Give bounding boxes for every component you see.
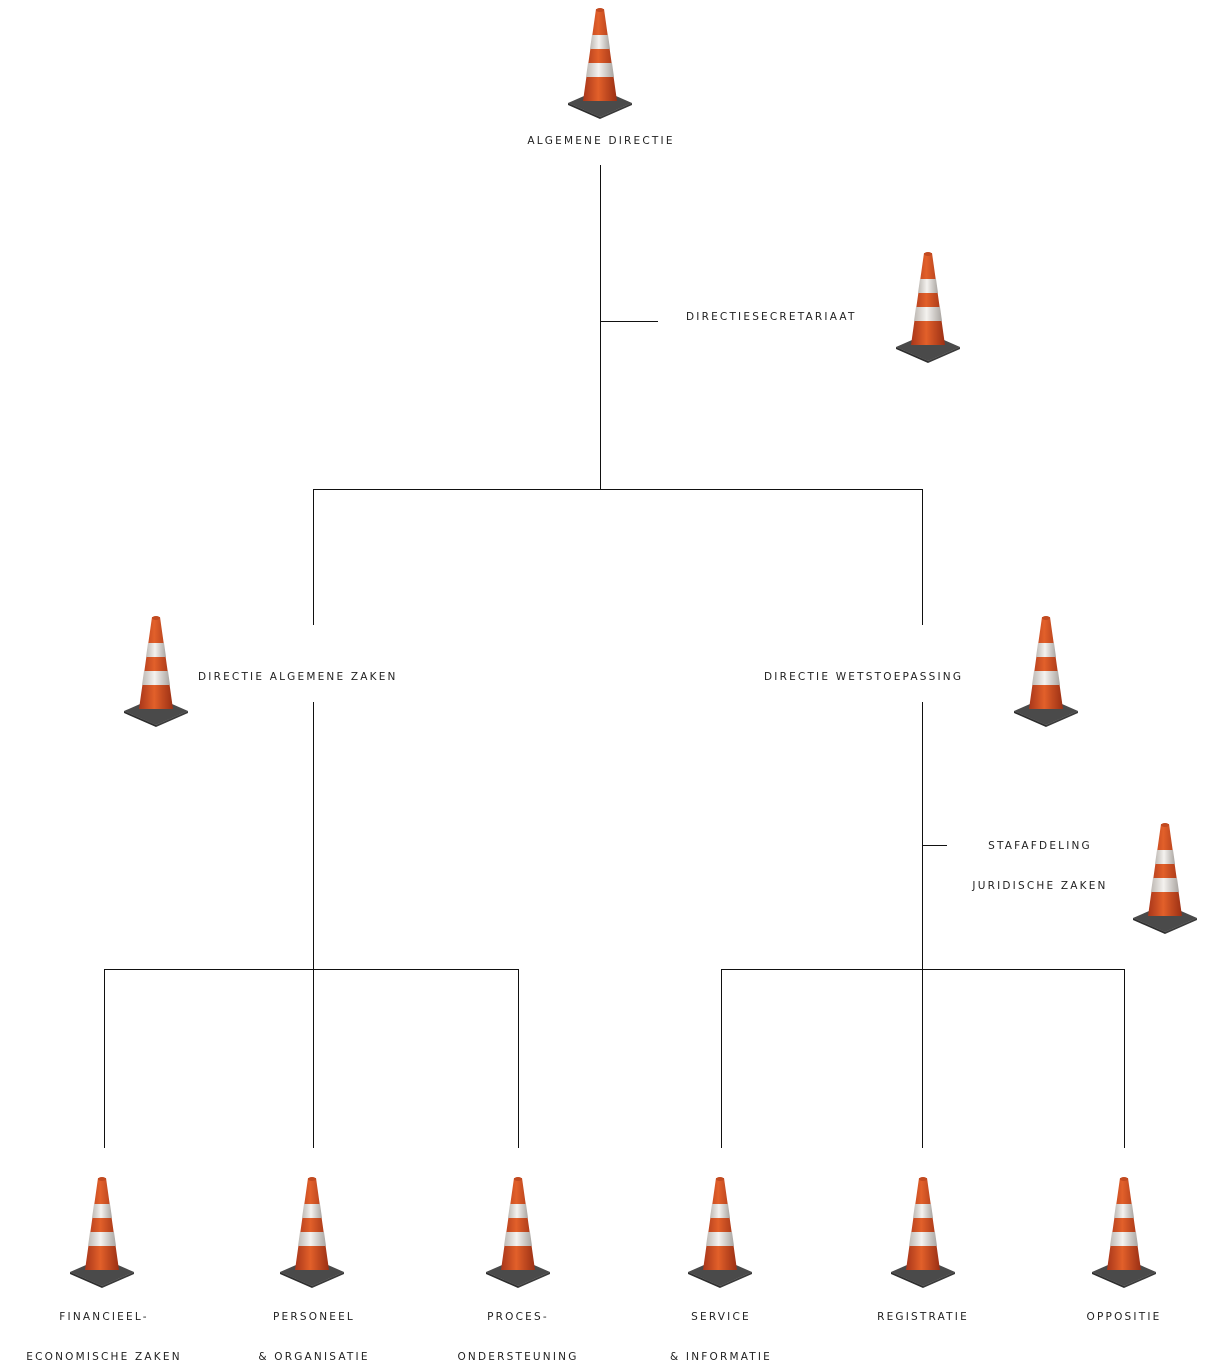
connector-line <box>104 969 105 1148</box>
node-oppositie: Oppositie <box>1086 1311 1162 1323</box>
traffic-cone-icon <box>685 1174 755 1288</box>
connector-line <box>313 489 923 490</box>
node-personeel-line2: & Organisatie <box>258 1351 370 1363</box>
traffic-cone-icon <box>67 1174 137 1288</box>
traffic-cone-icon <box>1130 820 1200 934</box>
traffic-cone-icon <box>121 613 191 727</box>
connector-line <box>600 321 658 322</box>
connector-line <box>922 489 923 625</box>
traffic-cone-icon <box>483 1174 553 1288</box>
node-service-line2: & Informatie <box>669 1351 773 1363</box>
node-stafafdeling-line2: Juridische Zaken <box>972 880 1108 892</box>
connector-line <box>313 702 314 1148</box>
connector-line <box>518 969 519 1148</box>
traffic-cone-icon <box>893 249 963 363</box>
connector-line <box>313 489 314 625</box>
node-personeel-line1: Personeel <box>273 1311 355 1323</box>
connector-line <box>922 845 947 846</box>
node-registratie: Registratie <box>877 1311 969 1323</box>
node-financieel-line2: Economische Zaken <box>26 1351 182 1363</box>
connector-line <box>721 969 1125 970</box>
traffic-cone-icon <box>888 1174 958 1288</box>
connector-line <box>600 165 601 489</box>
node-service-line1: Service <box>691 1311 751 1323</box>
connector-line <box>721 969 722 1148</box>
traffic-cone-icon <box>1011 613 1081 727</box>
node-proces-line2: Ondersteuning <box>457 1351 579 1363</box>
traffic-cone-icon <box>565 5 635 119</box>
node-directie-algemene-zaken: Directie Algemene Zaken <box>198 671 398 683</box>
node-directiesecretariaat: Directiesecretariaat <box>686 311 857 323</box>
connector-line <box>1124 969 1125 1148</box>
connector-line <box>922 702 923 1148</box>
node-algemene-directie: Algemene Directie <box>527 135 675 147</box>
node-proces-line1: Proces- <box>487 1311 549 1323</box>
node-directie-wetstoepassing: Directie Wetstoepassing <box>764 671 964 683</box>
traffic-cone-icon <box>1089 1174 1159 1288</box>
node-stafafdeling-line1: Stafafdeling <box>988 840 1092 852</box>
node-financieel-line1: Financieel- <box>59 1311 149 1323</box>
connector-line <box>104 969 519 970</box>
traffic-cone-icon <box>277 1174 347 1288</box>
